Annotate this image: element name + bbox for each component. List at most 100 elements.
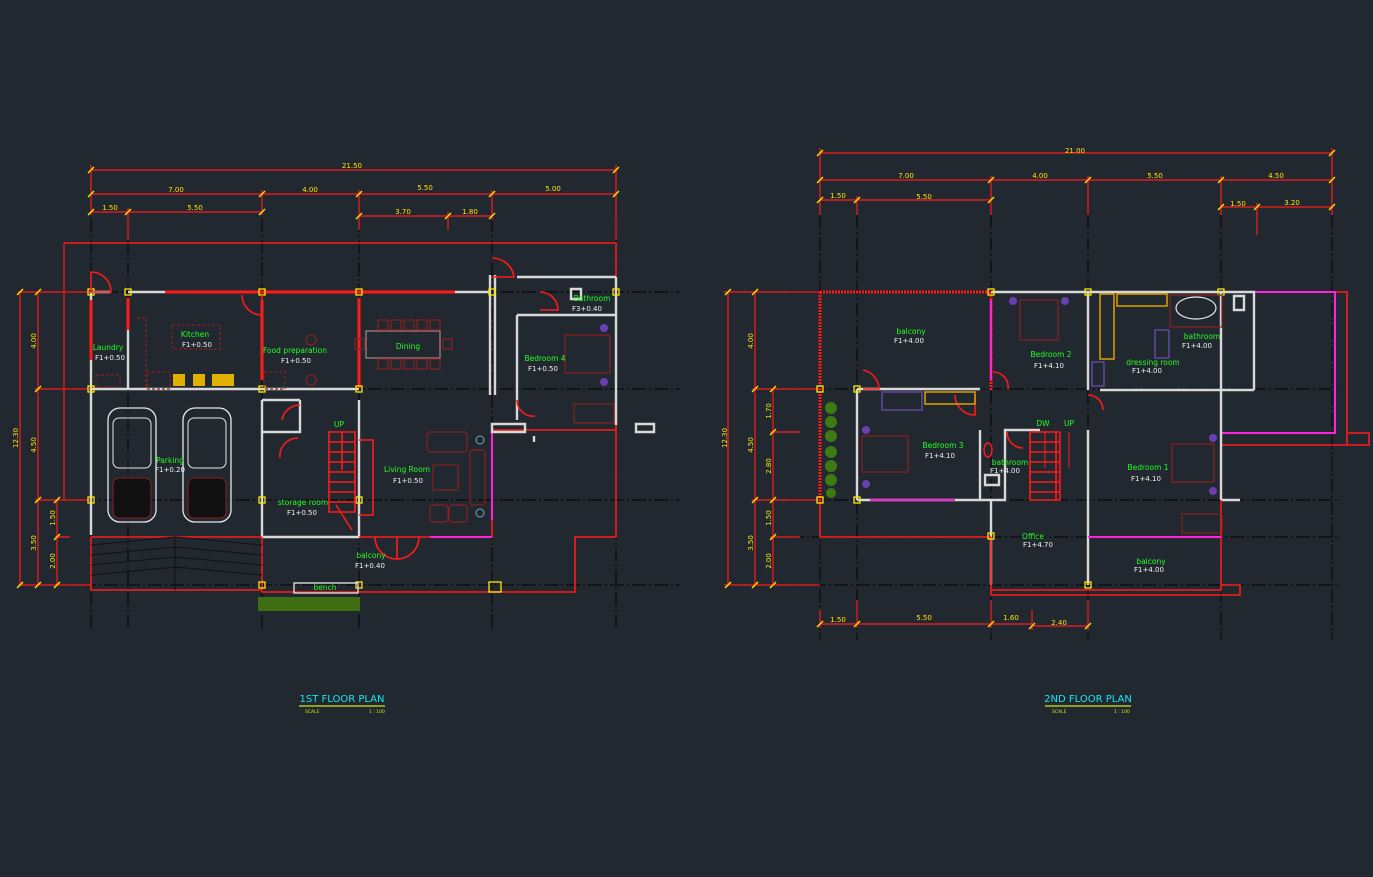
toilet-icon: [1232, 294, 1246, 312]
room-level-balcony: F1+0.40: [355, 562, 385, 570]
dim-label: 1.50: [830, 192, 846, 200]
room-label-office: Office: [1022, 532, 1044, 541]
dim-total-depth: 12.30: [12, 428, 20, 448]
room-label-balcony: balcony: [356, 551, 386, 560]
room-label-bedroom-4: Bedroom 4: [524, 354, 565, 363]
dim-label: 1.60: [1003, 614, 1019, 622]
left-dimensions: 12.30 4.00 4.50 3.50 1.70 2.80 1.50 2.00: [721, 288, 820, 589]
dim-label: 4.00: [302, 186, 318, 194]
dim-label: 5.50: [916, 614, 932, 622]
room-level-balcony-2: F1+4.00: [1134, 566, 1164, 574]
dim-label: 1.70: [765, 403, 773, 419]
room-level-parking: F1+0.20: [155, 466, 185, 474]
room-label-living-room: Living Room: [384, 465, 430, 474]
stair-up-label: UP: [1064, 419, 1074, 428]
room-level-bathroom-2: F1+4.00: [990, 467, 1020, 475]
dim-label: 1.50: [49, 510, 57, 526]
dim-label: 2.40: [1051, 619, 1067, 627]
room-level-storage-room: F1+0.50: [287, 509, 317, 517]
dim-label: 3.50: [30, 535, 38, 551]
dim-label: 4.50: [1268, 172, 1284, 180]
top-dimensions: 21.50 7.00 4.00 5.50 5.00 1.50 5.50 3.70…: [87, 162, 620, 240]
structural-columns: [816, 288, 1225, 589]
lamp-icon: [600, 378, 608, 386]
room-label-parking: Parking: [156, 456, 184, 465]
desk-chair: [881, 329, 1170, 411]
desk: [573, 403, 615, 424]
hedge-planting: [258, 597, 360, 611]
room-label-storage-room: storage room: [278, 498, 328, 507]
bench: [293, 582, 359, 594]
dim-label: 7.00: [898, 172, 914, 180]
second-floor-plan: 21.00 7.00 4.00 5.50 4.50 1.50 5.50 1.50…: [721, 147, 1370, 715]
dim-label: 1.50: [1230, 200, 1246, 208]
room-label-kitchen: Kitchen: [181, 330, 209, 339]
staircase: [1029, 431, 1070, 501]
lamp-icon: [1209, 487, 1217, 495]
dim-label: 2.00: [765, 553, 773, 569]
room-labels: Laundry F1+0.50 Kitchen F1+0.50 Food pre…: [93, 294, 611, 592]
dim-label: 2.80: [765, 458, 773, 474]
staircase: [328, 431, 374, 531]
lamp-icon: [1209, 434, 1217, 442]
room-level-bedroom-4: F1+0.50: [528, 365, 558, 373]
dim-label: 3.70: [395, 208, 411, 216]
dim-total-width: 21.00: [1065, 147, 1085, 155]
car: [182, 407, 232, 523]
furniture: [825, 293, 1246, 534]
dim-label: 1.50: [830, 616, 846, 624]
stove-icon: [173, 374, 185, 386]
toilet-icon: [569, 287, 583, 301]
doors: [90, 257, 559, 560]
dim-label: 2.00: [49, 553, 57, 569]
first-floor-plan: 21.50 7.00 4.00 5.50 5.00 1.50 5.50 3.70…: [12, 162, 680, 715]
toilet-icon: [983, 473, 1001, 487]
bed: [1171, 443, 1215, 483]
scale-label: SCALE: [305, 709, 320, 715]
plan-title-block: 1ST FLOOR PLAN SCALE 1 : 100: [299, 694, 385, 715]
bench-label: bench: [313, 583, 336, 592]
dim-label: 1.50: [102, 204, 118, 212]
washbasin-icon: [983, 442, 993, 458]
room-label-bedroom-2: Bedroom 2: [1030, 350, 1071, 359]
wardrobe: [1099, 293, 1115, 360]
room-level-bathroom: F1+4.00: [1182, 342, 1212, 350]
lamp-icon: [862, 426, 870, 434]
lamp-icon: [1061, 297, 1069, 305]
dim-label: 4.50: [30, 437, 38, 453]
scale-value: 1 : 100: [369, 709, 385, 715]
dim-label: 5.50: [187, 204, 203, 212]
scale-label: SCALE: [1052, 709, 1067, 715]
bottom-dimensions: 1.50 5.50 1.60 2.40: [816, 600, 1092, 630]
room-level-dressing-room: F1+4.00: [1132, 367, 1162, 375]
room-label-laundry: Laundry: [93, 343, 124, 352]
room-level-bedroom-1: F1+4.10: [1131, 475, 1161, 483]
wardrobe: [924, 391, 976, 405]
room-level-living-room: F1+0.50: [393, 477, 423, 485]
outline-and-walls: [816, 288, 1370, 596]
desk: [1181, 513, 1223, 534]
room-labels: balcony F1+4.00 Bedroom 2 F1+4.10 dressi…: [894, 327, 1220, 574]
plan-title: 2ND FLOOR PLAN: [1044, 694, 1132, 705]
room-label-dining: Dining: [396, 342, 420, 351]
room-level-office: F1+4.70: [1023, 541, 1053, 549]
dim-label: 5.00: [545, 185, 561, 193]
room-level-bedroom-3: F1+4.10: [925, 452, 955, 460]
room-label-bathroom: bathroom: [1184, 332, 1220, 341]
tree-planting: [825, 402, 837, 498]
sink-icon: [212, 374, 234, 386]
room-label-bathroom-2: bathroom: [992, 458, 1028, 467]
bed: [861, 435, 909, 473]
bed: [1019, 299, 1059, 341]
lamp-icon: [600, 324, 608, 332]
wardrobe: [1116, 293, 1168, 307]
dim-label: 5.50: [417, 184, 433, 192]
room-label-dressing-room: dressing room: [1126, 358, 1180, 367]
room-label-balcony-2: balcony: [1136, 557, 1166, 566]
top-dimensions: 21.00 7.00 4.00 5.50 4.50 1.50 5.50 1.50…: [816, 147, 1336, 235]
dim-label: 1.50: [765, 510, 773, 526]
living-room-sofa-set: [426, 431, 486, 523]
furniture: [95, 287, 615, 611]
dim-label: 3.20: [1284, 199, 1300, 207]
